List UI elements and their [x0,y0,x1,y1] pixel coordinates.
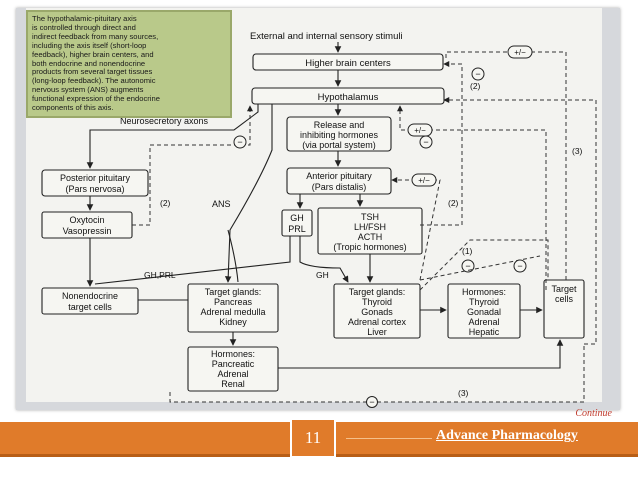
higher-brain-centers-box [252,53,444,71]
tg2-line4: Adrenal cortex [348,317,407,327]
gh-prl-line1: GH [290,213,304,223]
h2-line5: Hepatic [469,327,500,337]
loop1-label: (1) [462,246,473,256]
plus-minus-mid-text: +/− [414,126,426,135]
gh-prl-line2: PRL [288,224,306,234]
minus-sign-loop1a [461,259,475,273]
caption-box: The hypothalamic-pituitary axis is contr… [26,10,232,118]
tg1-line3: Adrenal medulla [200,307,265,317]
h1-line4: Renal [221,379,245,389]
ans-label: ANS [212,199,231,209]
gh-arrow-label: GH [316,270,329,280]
oxytocin-line2: Vasopressin [63,226,112,236]
minus-sign-mid [419,135,433,149]
nonendocrine-line2: target cells [68,302,112,312]
minus-top-text: − [475,69,480,79]
posterior-line2: (Pars nervosa) [65,184,124,194]
release-line3: (via portal system) [302,140,376,150]
minus-sign-neuro [233,135,247,149]
caption-text: The hypothalamic-pituitary axis is contr… [32,14,160,113]
gh-prl-box [281,209,313,237]
tg2-line2: Thyroid [362,297,392,307]
tropic-line4: (Tropic hormones) [333,242,406,252]
release-hormones-box [286,116,392,152]
nonendocrine-line1: Nonendocrine [62,291,118,301]
target-cells-line2: cells [555,294,574,304]
gh-prl-arrow-label: GH,PRL [144,270,176,280]
tropic-line1: TSH [361,212,379,222]
anterior-line2: (Pars distalis) [312,182,367,192]
posterior-pituitary-box [41,169,149,197]
minus-sign-loop1b [513,259,527,273]
release-line2: inhibiting hormones [300,130,379,140]
nonendocrine-box [41,287,139,315]
tg2-line3: Gonads [361,307,393,317]
target-cells-box [543,279,585,339]
loop3-bottom-label: (3) [458,388,469,398]
oxytocin-line1: Oxytocin [69,215,104,225]
minus-mid-text: − [423,137,428,147]
h1-line2: Pancreatic [212,359,255,369]
minus-neuro-text: − [237,137,242,147]
hormones-2-box [447,283,521,339]
anterior-pituitary-box [286,167,392,195]
release-line1: Release and [314,120,365,130]
plus-minus-mid [407,123,433,137]
tg1-line4: Kidney [219,317,247,327]
tg1-line1: Target glands: [205,287,262,297]
page-number-box: 11 [290,418,336,458]
h2-line2: Thyroid [469,297,499,307]
loop2-right-label: (2) [470,81,481,91]
tropic-line2: LH/FSH [354,222,386,232]
target-glands-2-box [333,283,421,339]
hypothalamus-box [251,87,445,105]
footer-title: Advance Pharmacology [436,428,578,443]
plus-minus-top [507,45,533,59]
loop3-top-label: (3) [572,146,583,156]
anterior-line1: Anterior pituitary [306,171,372,181]
hormones-1-box [187,346,279,392]
loop2-oxy-label: (2) [160,198,171,208]
h2-line1: Hormones: [462,287,506,297]
neurosecretory-label: Neurosecretory axons [120,116,209,126]
h1-line3: Adrenal [217,369,248,379]
hypothalamus-label: Hypothalamus [318,92,379,103]
tropic-line3: ACTH [358,232,383,242]
page-number: 11 [304,428,322,447]
plus-minus-ant-text: +/− [418,176,430,185]
h2-line4: Adrenal [468,317,499,327]
target-cells-line1: Target [551,284,577,294]
higher-brain-centers-label: Higher brain centers [305,58,391,69]
minus-loop1b-text: − [517,261,522,271]
minus-loop1a-text: − [465,261,470,271]
minus-bottom-text: − [369,397,374,407]
minus-sign-top [471,67,485,81]
tg2-line5: Liver [367,327,387,337]
plus-minus-ant [411,173,437,187]
plus-minus-top-text: +/− [514,48,526,57]
h2-line3: Gonadal [467,307,501,317]
posterior-line1: Posterior pituitary [60,173,131,183]
tg2-line1: Target glands: [349,287,406,297]
stimuli-label: External and internal sensory stimuli [250,31,403,42]
h1-line1: Hormones: [211,349,255,359]
footer-divider [346,438,432,439]
minus-sign-bottom [366,396,378,408]
continue-link[interactable]: Continue [575,408,612,419]
tg1-line2: Pancreas [214,297,253,307]
loop2-mid-label: (2) [448,198,459,208]
